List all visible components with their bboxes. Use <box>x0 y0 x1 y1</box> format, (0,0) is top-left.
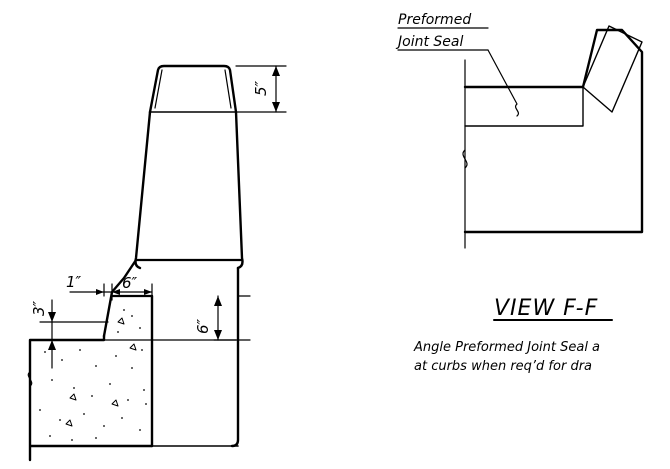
angled-seal <box>582 25 643 113</box>
callout-leader <box>397 27 520 117</box>
view-f-f-detail <box>397 25 644 249</box>
callout-line-1: Preformed <box>398 12 471 28</box>
barrier-stem <box>134 110 244 270</box>
cap-inner-left <box>154 69 163 109</box>
label-6-inch-vertical: 6″ <box>194 318 212 334</box>
dim-3-inch-left <box>39 299 109 369</box>
cap-inner-right <box>224 69 232 109</box>
barrier-section <box>27 64 287 462</box>
note-line-2: at curbs when req’d for dra <box>414 359 592 374</box>
callout-line-2: Joint Seal <box>395 34 463 50</box>
concrete-aggregate <box>65 317 137 427</box>
label-5-inch: 5″ <box>252 80 270 96</box>
dim-horizontal <box>69 283 153 301</box>
label-3-inch: 3″ <box>30 300 48 316</box>
curb-outline <box>463 28 644 234</box>
concrete-slab <box>28 334 154 462</box>
concrete-stipple <box>39 309 147 441</box>
joint-seal-strip <box>464 86 584 127</box>
barrier-cap <box>148 64 238 114</box>
note-line-1: Angle Preformed Joint Seal a <box>413 340 600 355</box>
label-6-inch-horizontal: 6″ <box>122 274 138 292</box>
view-title: VIEW F-F <box>494 296 598 321</box>
dim-6-inch-right <box>213 295 251 341</box>
slab-break-symbol <box>27 371 33 387</box>
dim-5-inch <box>235 65 287 113</box>
label-1-inch: 1″ <box>66 273 82 291</box>
curb-break-symbol <box>462 149 468 169</box>
